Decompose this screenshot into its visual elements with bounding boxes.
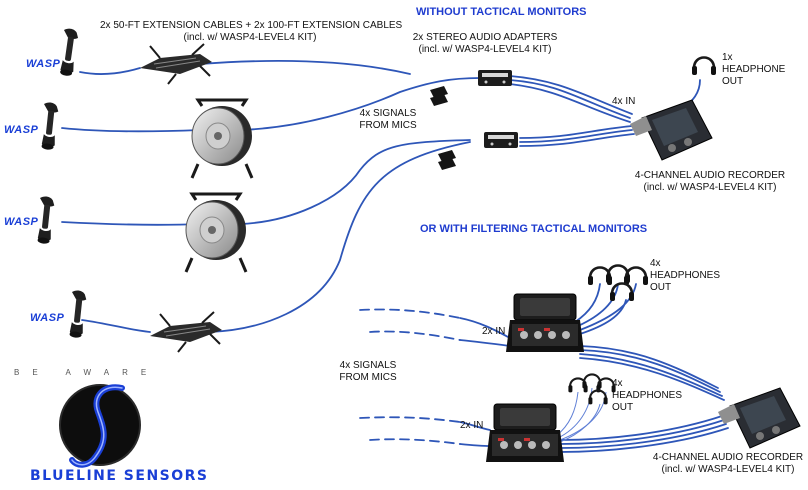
cables-top — [61, 59, 701, 333]
headphone-icon — [690, 56, 718, 77]
headphone-wires-bottom — [555, 387, 607, 443]
xlr-connector-icon — [438, 150, 456, 170]
extension-cable-coil — [140, 43, 212, 85]
xlr-connector-icon — [430, 86, 448, 106]
headphone-icon — [587, 389, 609, 406]
microphone-icon — [39, 101, 60, 151]
audio-recorder-icon — [629, 99, 713, 161]
cable-reel-icon — [184, 192, 248, 274]
wasp-brand-label: WASP — [4, 216, 39, 228]
extension-cable-coil — [150, 311, 222, 353]
stereo-adapters-label: 2x STEREO AUDIO ADAPTERS (incl. w/ WASP4… — [412, 32, 558, 55]
headphones-out-label-b: 4x HEADPHONES OUT — [612, 378, 683, 413]
tactical-monitor-case-icon — [505, 293, 585, 353]
headphone-icon — [622, 266, 650, 287]
two-in-label-b: 2x IN — [460, 420, 484, 431]
header-with-monitors: OR WITH FILTERING TACTICAL MONITORS — [420, 223, 648, 235]
cable-reel-icon — [190, 98, 254, 180]
signals-from-mics-top: 4x SIGNALS FROM MICS — [359, 108, 417, 131]
stereo-adapter-icon — [478, 70, 512, 86]
recorder-top-label: 4-CHANNEL AUDIO RECORDER (incl. w/ WASP4… — [634, 170, 786, 193]
extension-cables-label: 2x 50-FT EXTENSION CABLES + 2x 100-FT EX… — [100, 20, 403, 43]
logo-name: BLUELINE SENSORS — [30, 468, 209, 484]
stereo-adapter-icon — [484, 132, 518, 148]
wasp-brand-label: WASP — [4, 124, 39, 136]
audio-recorder-icon — [717, 387, 801, 449]
headphone-icon — [608, 282, 636, 303]
recorder-bottom-label: 4-CHANNEL AUDIO RECORDER (incl. w/ WASP4… — [652, 452, 804, 475]
tactical-monitor-case-icon — [485, 403, 565, 463]
blueline-logo-mark — [59, 384, 141, 468]
microphone-icon — [57, 27, 80, 77]
headphone-out-label: 1x HEADPHONE OUT — [722, 52, 786, 87]
signals-from-mics-bottom: 4x SIGNALS FROM MICS — [339, 360, 397, 383]
two-in-label-a: 2x IN — [482, 326, 506, 337]
logo-tagline: BE AWARE — [14, 368, 160, 377]
microphone-icon — [67, 289, 88, 339]
headphones-out-label-a: 4x HEADPHONES OUT — [650, 258, 721, 293]
four-in-label: 4x IN — [612, 96, 636, 107]
wasp-brand-label: WASP — [30, 312, 65, 324]
cables-bottom — [359, 283, 729, 453]
header-without-monitors: WITHOUT TACTICAL MONITORS — [416, 6, 587, 18]
wasp-brand-label: WASP — [26, 58, 61, 70]
